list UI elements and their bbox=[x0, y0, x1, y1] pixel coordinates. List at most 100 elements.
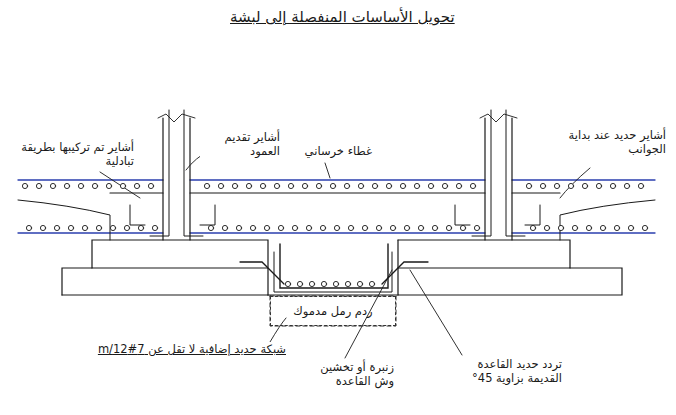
annotation-label: أشاير حديد عند بداية الجوانب bbox=[556, 128, 668, 157]
stirrup bbox=[274, 252, 392, 292]
rebar-dot bbox=[369, 281, 374, 286]
rebar-dot bbox=[204, 183, 209, 188]
rebar-dot bbox=[568, 183, 573, 188]
rebar-dot bbox=[106, 183, 111, 188]
rebar-dot bbox=[357, 281, 362, 286]
rebar-dot bbox=[110, 225, 115, 230]
rebar-dot bbox=[26, 225, 31, 230]
slab-edge bbox=[18, 200, 110, 240]
rebar-dot bbox=[596, 183, 601, 188]
bent-bar bbox=[240, 262, 284, 284]
rebar-dot bbox=[333, 281, 338, 286]
rebar-dot bbox=[64, 183, 69, 188]
rebar-dot bbox=[236, 225, 241, 230]
dowel bbox=[200, 205, 215, 225]
rebar-dot bbox=[36, 183, 41, 188]
rebar-dot bbox=[624, 183, 629, 188]
bent-bar bbox=[382, 262, 428, 284]
dowel bbox=[130, 205, 145, 225]
break-mark bbox=[158, 114, 195, 122]
rebar-dot bbox=[334, 225, 339, 230]
leader-line bbox=[560, 168, 590, 198]
diagram-title: تحويل الأساسات المنفصلة إلى لبشة bbox=[230, 8, 455, 26]
slab-top-bar bbox=[190, 179, 485, 180]
fill-region-box: ردم رمل مدموك bbox=[270, 296, 396, 326]
leader-line bbox=[100, 172, 140, 198]
rebar-dot bbox=[358, 183, 363, 188]
annotation-label: أشاير تم تركيبها بطريقة تبادلية bbox=[14, 140, 136, 169]
rebar-dot bbox=[582, 183, 587, 188]
rebar-dot bbox=[321, 281, 326, 286]
rebar-dot bbox=[390, 225, 395, 230]
rebar-dot bbox=[278, 225, 283, 230]
starter-bar bbox=[472, 110, 491, 236]
rebar-dot bbox=[418, 225, 423, 230]
slab-top-bar bbox=[512, 179, 655, 180]
rebar-dot bbox=[638, 183, 643, 188]
rebar-dot bbox=[446, 225, 451, 230]
rebar-dot bbox=[232, 183, 237, 188]
footing-outline bbox=[62, 294, 268, 295]
rebar-dot bbox=[400, 183, 405, 188]
rebar-dot bbox=[362, 225, 367, 230]
rebar-dot bbox=[50, 183, 55, 188]
rebar-dot bbox=[302, 183, 307, 188]
rebar-dot bbox=[432, 225, 437, 230]
rebar-dot bbox=[642, 225, 647, 230]
rebar-dot bbox=[148, 183, 153, 188]
rebar-dot bbox=[456, 183, 461, 188]
rebar-dot bbox=[470, 183, 475, 188]
rebar-dot bbox=[558, 225, 563, 230]
rebar-dot bbox=[530, 225, 535, 230]
rebar-dot bbox=[246, 183, 251, 188]
annotation-label: أشاير تقديم العمود bbox=[200, 130, 282, 159]
slab-bottom-bar bbox=[190, 232, 485, 233]
fill-region bbox=[270, 296, 396, 326]
rebar-dot bbox=[600, 225, 605, 230]
rebar-dot bbox=[554, 183, 559, 188]
rebar-dot bbox=[320, 225, 325, 230]
footing-outline bbox=[398, 240, 622, 295]
rebar-dot bbox=[264, 225, 269, 230]
dowel bbox=[455, 205, 470, 225]
column-outline bbox=[189, 118, 190, 240]
rebar-dot bbox=[414, 183, 419, 188]
rebar-dot bbox=[344, 183, 349, 188]
column-outline bbox=[511, 118, 512, 240]
slab-top-bar bbox=[18, 179, 163, 180]
rebar-dot bbox=[628, 225, 633, 230]
starter-bar bbox=[150, 110, 169, 236]
rebar-dot bbox=[96, 225, 101, 230]
leader-line bbox=[410, 270, 462, 355]
rebar-dot bbox=[288, 183, 293, 188]
rebar-dot bbox=[348, 225, 353, 230]
break-mark bbox=[480, 114, 517, 122]
annotation-label: شبكة حديد إضافية لا تقل عن 7#12/m bbox=[24, 342, 288, 356]
rebar-dot bbox=[222, 225, 227, 230]
rebar-dot bbox=[250, 225, 255, 230]
rebar-dot bbox=[442, 183, 447, 188]
slab-line bbox=[110, 192, 163, 193]
rebar-dot bbox=[285, 281, 290, 286]
rebar-dot bbox=[208, 225, 213, 230]
rebar-dot bbox=[134, 183, 139, 188]
rebar-dot bbox=[138, 225, 143, 230]
footing-outline bbox=[398, 240, 570, 268]
rebar-dot bbox=[376, 225, 381, 230]
rebar-dot bbox=[526, 183, 531, 188]
rebar-dot bbox=[297, 281, 302, 286]
column-outline bbox=[162, 118, 163, 240]
footing-outline bbox=[62, 268, 92, 295]
rebar-dot bbox=[345, 281, 350, 286]
rebar-dot bbox=[68, 225, 73, 230]
starter-bar bbox=[184, 110, 203, 236]
leader-line bbox=[270, 318, 286, 342]
rebar-dot bbox=[124, 225, 129, 230]
rebar-dot bbox=[274, 183, 279, 188]
rebar-dot bbox=[152, 225, 157, 230]
rebar-dot bbox=[292, 225, 297, 230]
rebar-dot bbox=[120, 183, 125, 188]
annotation-label: زنبرة أو تخشين وش القاعدة bbox=[296, 360, 396, 389]
rebar-dot bbox=[22, 183, 27, 188]
rebar-dot bbox=[474, 225, 479, 230]
